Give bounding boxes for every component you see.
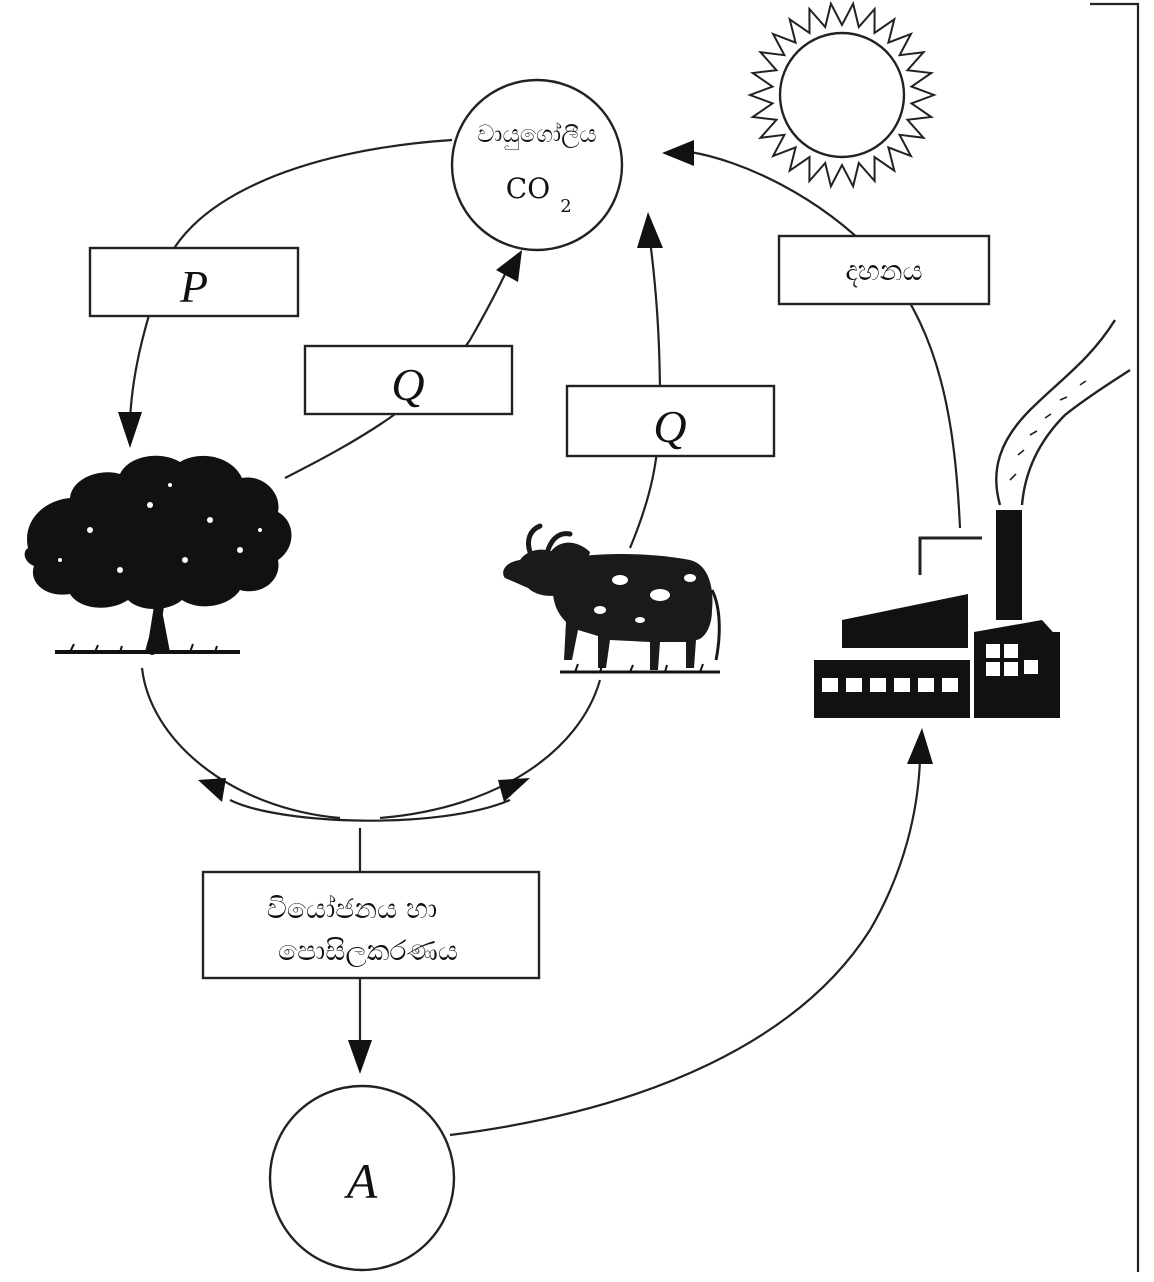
label-box-q-cow: Q bbox=[565, 384, 776, 458]
atmosphere-node: වායුගෝලීය CO 2 bbox=[450, 78, 624, 252]
arrowhead-p bbox=[118, 412, 142, 448]
frame-border bbox=[1090, 2, 1140, 1272]
label-decomposition-line2: පොසිලකරණය bbox=[278, 934, 458, 967]
arrowhead-factory bbox=[907, 728, 933, 764]
label-q-tree: Q bbox=[391, 359, 424, 410]
atmosphere-formula: CO bbox=[506, 172, 550, 205]
arrowhead-to-a bbox=[348, 1040, 372, 1074]
label-box-combustion: දහනය bbox=[777, 234, 991, 306]
arrowhead-q-tree bbox=[496, 250, 522, 282]
label-p: P bbox=[179, 261, 208, 312]
label-box-decomposition: වියෝජනය හා පොසිලකරණය bbox=[201, 870, 541, 980]
arrowhead-combustion bbox=[662, 140, 694, 166]
reservoir-node: A bbox=[268, 1084, 456, 1272]
tree-icon bbox=[24, 455, 292, 655]
label-combustion: දහනය bbox=[845, 254, 922, 288]
arrow-combustion bbox=[689, 150, 962, 529]
label-box-p: P bbox=[88, 246, 300, 318]
label-q-cow: Q bbox=[653, 401, 686, 452]
arrowhead-q-cow bbox=[637, 212, 663, 248]
cow-icon bbox=[503, 523, 721, 674]
factory-icon bbox=[814, 319, 1131, 718]
atmosphere-label: වායුගෝලීය bbox=[477, 120, 596, 149]
reservoir-label: A bbox=[344, 1153, 378, 1209]
arrowhead-cow-decomposition bbox=[498, 778, 530, 802]
label-decomposition-line1: වියෝජනය හා bbox=[267, 892, 438, 925]
sun-icon bbox=[747, 0, 937, 190]
arrowhead-tree-decomposition bbox=[198, 778, 226, 802]
merge-curve bbox=[229, 798, 511, 822]
atmosphere-formula-subscript: 2 bbox=[560, 196, 571, 217]
arc-tree-decomposition bbox=[140, 667, 341, 820]
arrow-fossil-to-factory bbox=[449, 759, 922, 1137]
arc-cow-decomposition bbox=[379, 679, 602, 820]
label-box-q-tree: Q bbox=[303, 344, 514, 416]
